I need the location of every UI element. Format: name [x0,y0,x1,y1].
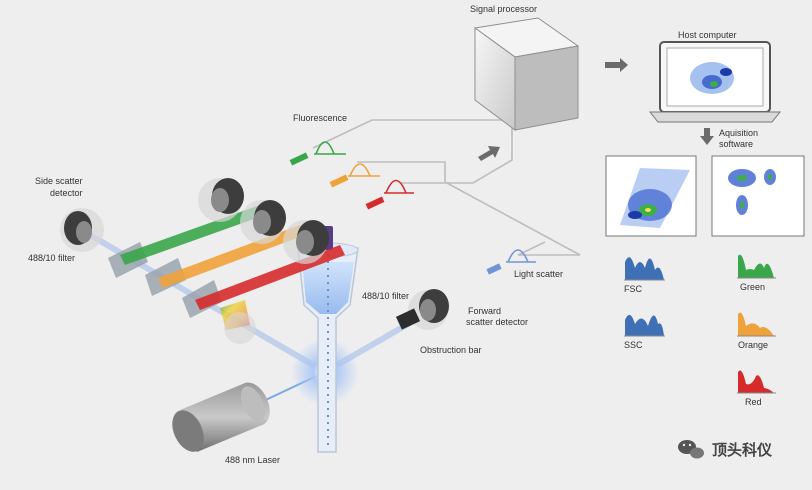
forward-scatter-detector [395,289,449,330]
histogram-label-red: Red [745,397,762,407]
green-detector [198,178,244,222]
laser [172,382,270,452]
red-pulse-icon [384,179,414,194]
histogram-label-green: Green [740,282,765,292]
acquisition-label-line1: Aquisition [719,128,758,138]
arrow-right-icon [605,58,628,72]
histogram-red [737,370,776,394]
side-collection-lens [224,312,256,344]
arrow-down-icon [700,128,714,145]
watermark-text: 顶头科仪 [712,441,773,459]
signal-processor [473,17,580,131]
histogram-label-ssc: SSC [624,340,643,350]
signal-wires [312,108,581,256]
signal-pulse-markers [289,152,502,275]
side-scatter-label-line2: detector [50,188,83,198]
orange-pulse-icon [348,163,380,177]
histogram-green [737,254,776,279]
green-pulse-icon [314,141,346,155]
host-computer [648,41,782,123]
watermark: 顶头科仪 [678,440,773,459]
acquisition-plot-right [711,155,805,237]
orange-detector [240,200,286,244]
filter-488-left-label: 488/10 filter [28,253,75,263]
light-scatter-pulse-icon [506,249,536,263]
histogram-label-orange: Orange [738,340,768,350]
forward-scatter-label-line1: Forward [468,306,501,316]
signal-processor-label: Signal processor [470,4,537,14]
histogram-ssc [624,314,665,337]
arrow-up-right-icon [478,146,500,161]
flow-arrows [478,58,714,161]
pulse-icons [314,141,536,263]
side-scatter-label-line1: Side scatter [35,176,83,186]
host-computer-label: Host computer [678,30,737,40]
side-scatter-detector [60,208,104,252]
wechat-icon [678,440,704,459]
histogram-orange [737,312,776,337]
obstruction-bar-label: Obstruction bar [420,345,482,355]
acquisition-plot-left [605,155,697,237]
forward-scatter-label-line2: scatter detector [466,317,528,327]
fluorescence-label: Fluorescence [293,113,347,123]
light-scatter-label: Light scatter [514,269,563,279]
filter-488-right-label: 488/10 filter [362,291,409,301]
laser-label: 488 nm Laser [225,455,280,465]
acquisition-label-line2: software [719,139,753,149]
red-detector [283,220,329,264]
computer-dot-plot [690,62,734,94]
histogram-fsc [624,257,665,281]
histogram-label-fsc: FSC [624,284,643,294]
obstruction-bar [395,308,421,330]
